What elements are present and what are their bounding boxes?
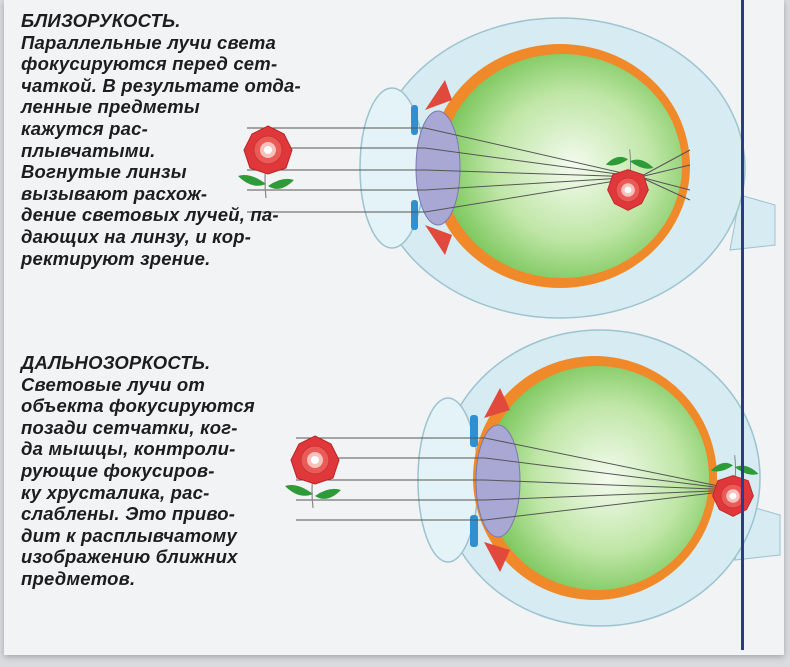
- hyperopia-description: ДАЛЬНОЗОРКОСТЬ. Световые лучи от объекта…: [21, 352, 255, 590]
- text-line: кажутся рас-: [21, 117, 148, 139]
- text-line: вызывают расхож-: [21, 182, 208, 204]
- light-rays: [247, 127, 691, 213]
- text-line: дит к расплывчатому: [21, 524, 237, 546]
- hyperopic-eye: [284, 329, 781, 627]
- text-line: Световые лучи от: [21, 373, 205, 395]
- text-line: дающих на линзу, и кор-: [21, 225, 252, 247]
- myopic-eye: [237, 17, 776, 319]
- text-line: Параллельные лучи света: [21, 31, 277, 53]
- text-line: позади сетчатки, ког-: [21, 416, 238, 438]
- hyperopia-title: ДАЛЬНОЗОРКОСТЬ.: [21, 352, 211, 373]
- text-line: дение световых лучей, па-: [21, 204, 279, 226]
- text-line: рующие фокусиров-: [21, 459, 215, 481]
- text-line: плывчатыми.: [21, 139, 156, 161]
- myopia-description: БЛИЗОРУКОСТЬ. Параллельные лучи света фо…: [21, 10, 301, 269]
- light-rays: [296, 437, 739, 521]
- text-line: ректируют зрение.: [21, 247, 211, 269]
- iris: [470, 415, 478, 447]
- text-line: объекта фокусируются: [21, 395, 255, 417]
- text-line: чаткой. В результате отда-: [21, 74, 301, 96]
- iris: [411, 105, 418, 135]
- text-line: ленные предметы: [21, 96, 200, 118]
- myopia-title: БЛИЗОРУКОСТЬ.: [21, 10, 181, 31]
- iris: [470, 515, 478, 547]
- lens: [415, 110, 461, 226]
- text-line: Вогнутые линзы: [21, 161, 187, 183]
- text-line: предметов.: [21, 567, 136, 589]
- vitreous-body: [485, 366, 709, 590]
- iris: [411, 200, 418, 230]
- text-line: изображению ближних: [21, 546, 238, 568]
- text-line: ку хрусталика, рас-: [21, 481, 210, 503]
- text-line: да мышцы, контроли-: [21, 438, 236, 460]
- text-line: фокусируются перед сет-: [21, 53, 278, 75]
- divider-line: [741, 0, 744, 650]
- rose-object: [284, 435, 342, 509]
- text-line: слаблены. Это приво-: [21, 503, 236, 525]
